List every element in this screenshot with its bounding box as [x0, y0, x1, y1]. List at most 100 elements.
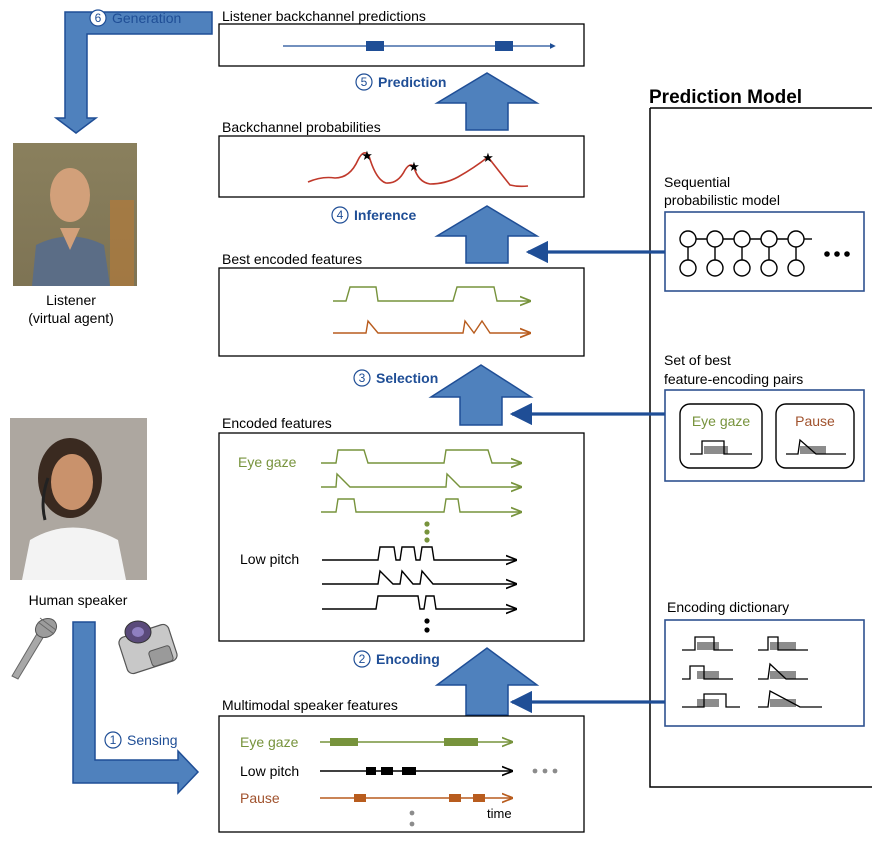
- speaker-photo: [10, 418, 147, 580]
- probabilities-title: Backchannel probabilities: [222, 119, 381, 135]
- star-icon: ★: [361, 148, 373, 163]
- prediction-mark: [495, 41, 513, 51]
- encoded-eye-gaze-signal-2: [321, 472, 521, 487]
- ellipsis-dot: [424, 521, 430, 527]
- ellipsis-dot: [424, 537, 430, 543]
- encoded-eye-gaze-signal-3: [321, 498, 521, 512]
- pairs-subtitle: feature-encoding pairs: [664, 371, 803, 387]
- graphical-model: [679, 230, 812, 277]
- ellipsis-dot: [424, 529, 430, 535]
- best-pause-signal: [333, 319, 530, 333]
- pair-pause-label: Pause: [795, 413, 835, 429]
- predictions-panel: [218, 23, 585, 67]
- step-3-number: 3: [359, 371, 366, 385]
- step-2-circle: [353, 650, 371, 668]
- step-3-label: Selection: [376, 370, 438, 386]
- encoded-low-pitch-signal-2: [322, 569, 516, 584]
- step-4-circle: [331, 206, 349, 224]
- encoded-low-pitch-signal-1: [322, 546, 516, 560]
- step-4-number: 4: [337, 208, 344, 222]
- prediction-mark: [366, 41, 384, 51]
- ellipsis-dot: [532, 768, 538, 774]
- multimodal-low-pitch-label: Low pitch: [240, 763, 299, 779]
- low-pitch-segment: [402, 767, 416, 775]
- ellipsis-dot: [424, 627, 430, 633]
- encoded-low-pitch-signal-3: [322, 595, 516, 609]
- star-icon: ★: [408, 159, 420, 174]
- ellipsis-dot: [834, 251, 840, 257]
- ellipsis-dot: [424, 618, 430, 624]
- camera-icon: [118, 620, 178, 675]
- encoded-panel: [218, 432, 585, 642]
- step-3-circle: [353, 369, 371, 387]
- time-label: time: [487, 806, 512, 821]
- speaker-label: Human speaker: [29, 592, 128, 608]
- star-icon: ★: [482, 150, 494, 165]
- probabilities-panel: [218, 135, 585, 198]
- eye-gaze-segment: [330, 738, 358, 746]
- pause-segment: [449, 794, 461, 802]
- ellipsis-dot: [409, 821, 415, 827]
- step-6-circle: [89, 9, 107, 27]
- pair-pause-encoding: [786, 438, 846, 455]
- step-2-label: Encoding: [376, 651, 440, 667]
- multimodal-title: Multimodal speaker features: [222, 697, 398, 713]
- multimodal-pause-label: Pause: [240, 790, 280, 806]
- ellipsis-dot: [844, 251, 850, 257]
- low-pitch-segment: [366, 767, 376, 775]
- sequential-subtitle: probabilistic model: [664, 192, 780, 208]
- sequential-model-box: [664, 211, 865, 292]
- ellipsis-dot: [542, 768, 548, 774]
- selection-arrow: [428, 364, 534, 426]
- step-1-label: Sensing: [127, 732, 178, 748]
- multimodal-panel: [218, 715, 585, 833]
- eye-gaze-segment: [444, 738, 478, 746]
- dictionary-box: [664, 619, 865, 727]
- sequential-title: Sequential: [664, 174, 730, 190]
- prediction-model-frame: [649, 108, 872, 788]
- inference-arrow: [434, 205, 540, 264]
- predictions-title: Listener backchannel predictions: [222, 8, 426, 24]
- pair-eye-gaze-bar: [704, 446, 728, 454]
- multimodal-eye-gaze-label: Eye gaze: [240, 734, 299, 750]
- encoded-eye-gaze-label: Eye gaze: [238, 454, 297, 470]
- low-pitch-segment: [381, 767, 393, 775]
- pair-eye-gaze-card: [679, 403, 763, 469]
- encoded-title: Encoded features: [222, 415, 332, 431]
- step-1-number: 1: [110, 733, 117, 747]
- step-5-label: Prediction: [378, 74, 446, 90]
- best-features-title: Best encoded features: [222, 251, 362, 267]
- microphone-icon: [11, 617, 58, 680]
- dictionary-encodings: [682, 636, 822, 708]
- encoded-low-pitch-label: Low pitch: [240, 551, 299, 567]
- pair-eye-gaze-label: Eye gaze: [692, 413, 751, 429]
- prediction-arrow: [434, 72, 540, 131]
- best-features-panel: [218, 267, 585, 357]
- step-6-label: Generation: [112, 10, 181, 26]
- dictionary-title: Encoding dictionary: [667, 599, 789, 615]
- ellipsis-dot: [409, 810, 415, 816]
- step-6-number: 6: [95, 11, 102, 25]
- ellipsis-dot: [824, 251, 830, 257]
- pair-pause-bar: [800, 446, 826, 454]
- step-4-label: Inference: [354, 207, 416, 223]
- pair-eye-gaze-encoding: [690, 440, 752, 455]
- sensing-arrow: [72, 621, 200, 795]
- step-5-circle: [355, 73, 373, 91]
- ellipsis-dot: [552, 768, 558, 774]
- pause-segment: [354, 794, 366, 802]
- pause-segment: [473, 794, 485, 802]
- step-1-circle: [104, 731, 122, 749]
- pairs-title: Set of best: [664, 352, 731, 368]
- encoded-eye-gaze-signal-1: [321, 449, 521, 463]
- probability-curve: [307, 152, 529, 188]
- prediction-model-title: Prediction Model: [649, 87, 802, 108]
- generation-arrow: [53, 11, 213, 134]
- step-5-number: 5: [361, 75, 368, 89]
- step-2-number: 2: [359, 652, 366, 666]
- listener-photo: [13, 143, 137, 286]
- encoding-arrow: [434, 647, 540, 716]
- listener-sublabel: (virtual agent): [28, 310, 114, 326]
- pair-pause-card: [775, 403, 855, 469]
